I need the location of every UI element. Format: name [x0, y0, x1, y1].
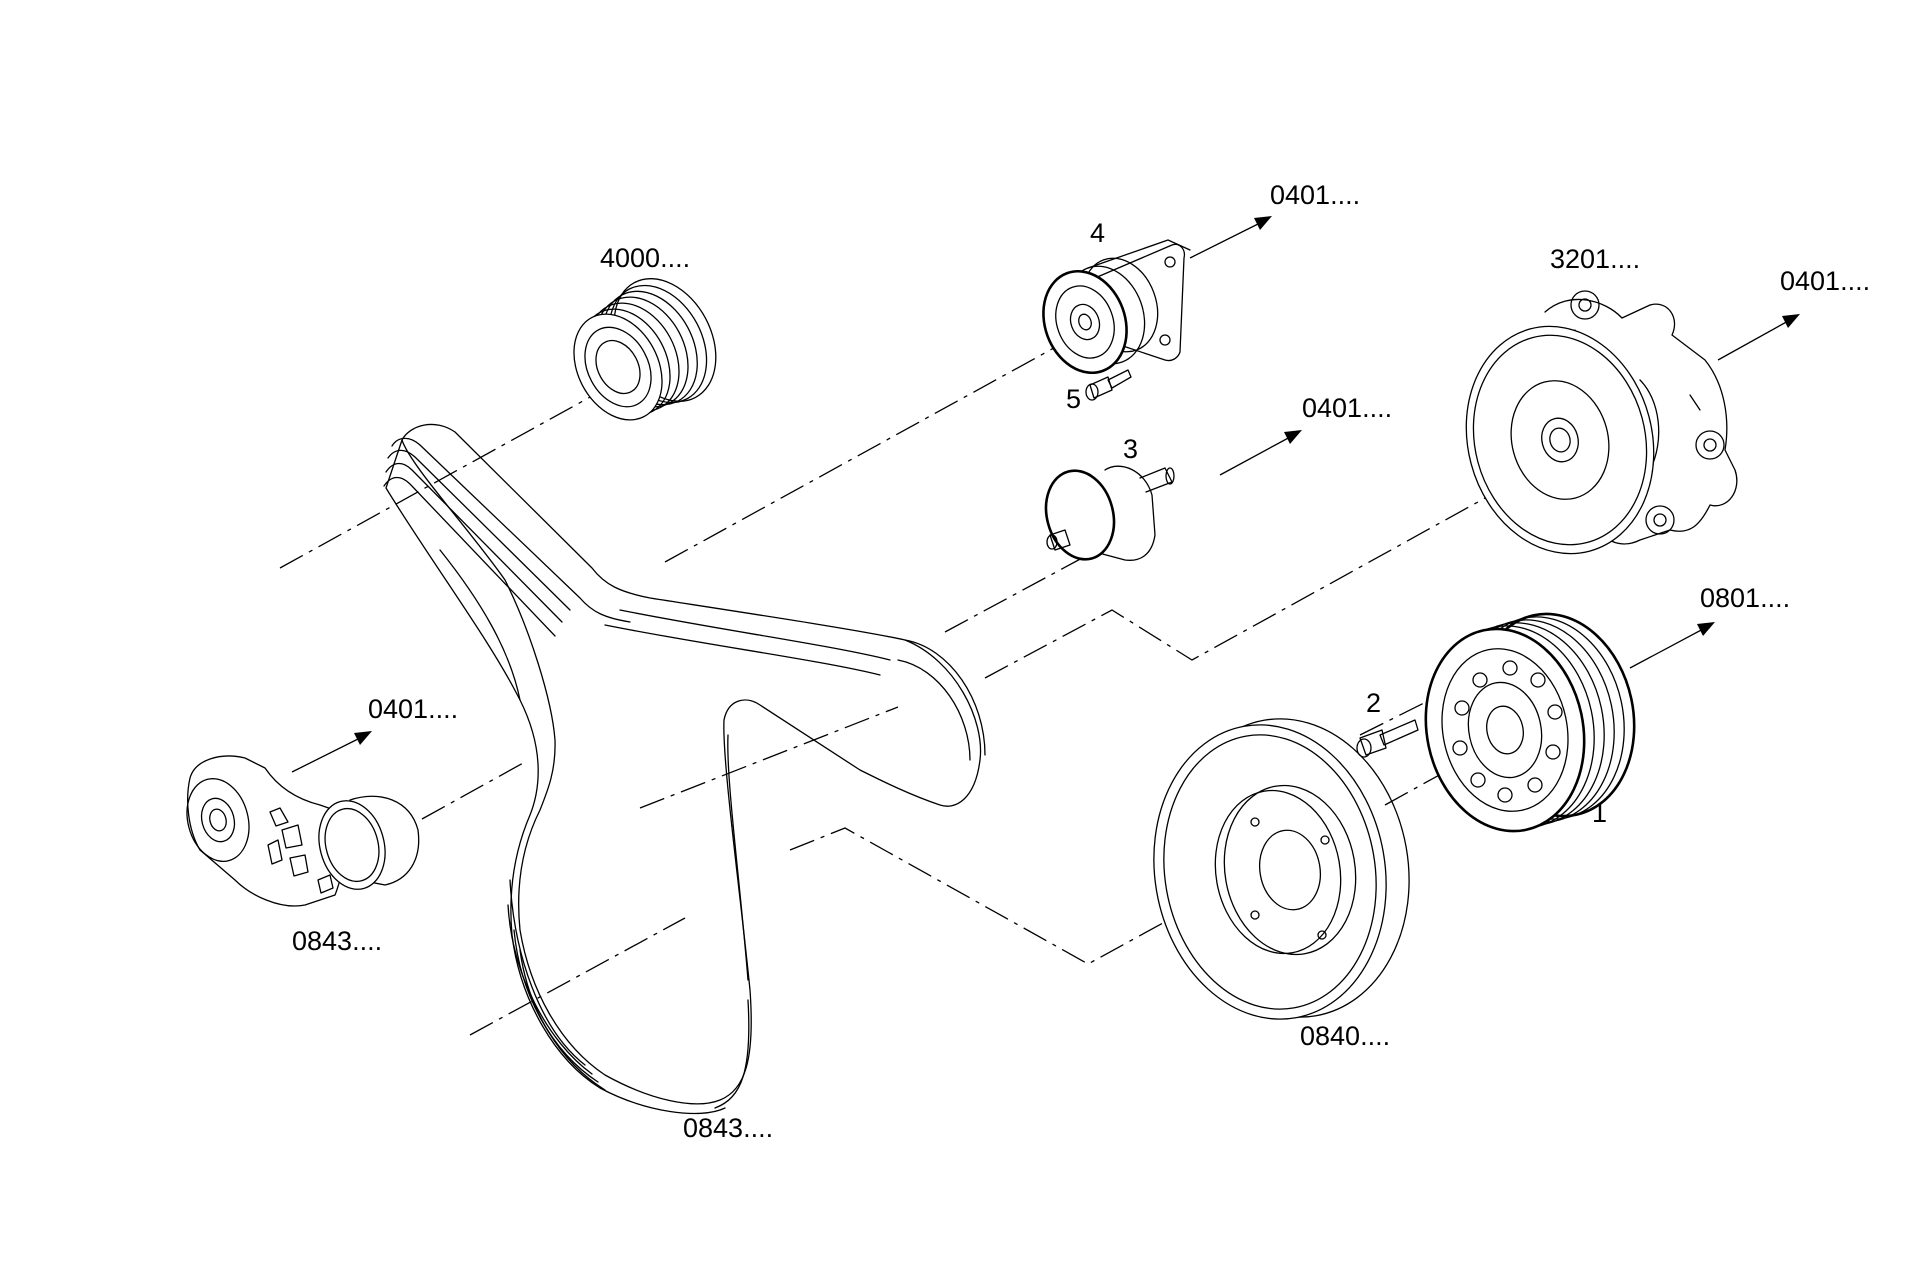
pulley-item-1 — [1424, 612, 1636, 833]
label-belt: 0843.... — [683, 1113, 773, 1143]
label-idler-3-ref: 0401.... — [1302, 393, 1392, 423]
tensioner-pulley-item-4 — [1042, 239, 1191, 375]
label-tensioner-4-ref: 0401.... — [1270, 180, 1360, 210]
label-pulley-1-ref: 0801.... — [1700, 583, 1790, 613]
bolt-item-5 — [1085, 369, 1132, 401]
grooved-idler-pulley — [573, 278, 717, 421]
water-pump — [1465, 290, 1738, 555]
idler-item-3 — [1044, 465, 1175, 561]
label-item-1: 1 — [1592, 798, 1607, 828]
label-tensioner: 0843.... — [292, 926, 382, 956]
label-water-pump-arrow-ref: 0401.... — [1780, 266, 1870, 296]
label-item-3: 3 — [1123, 434, 1138, 464]
label-item-4: 4 — [1090, 218, 1105, 248]
label-water-pump: 3201.... — [1550, 244, 1640, 274]
label-idler-pulley: 4000.... — [600, 243, 690, 273]
poly-v-belt — [383, 423, 986, 1115]
label-item-2: 2 — [1366, 688, 1381, 718]
reference-arrows — [291, 216, 1800, 773]
belt-tensioner-assembly — [186, 755, 420, 907]
crankshaft-damper — [1153, 718, 1410, 1020]
bolt-item-2 — [1356, 719, 1419, 758]
label-tensioner-arrow-ref: 0401.... — [368, 694, 458, 724]
label-item-5: 5 — [1066, 384, 1081, 414]
label-damper: 0840.... — [1300, 1021, 1390, 1051]
